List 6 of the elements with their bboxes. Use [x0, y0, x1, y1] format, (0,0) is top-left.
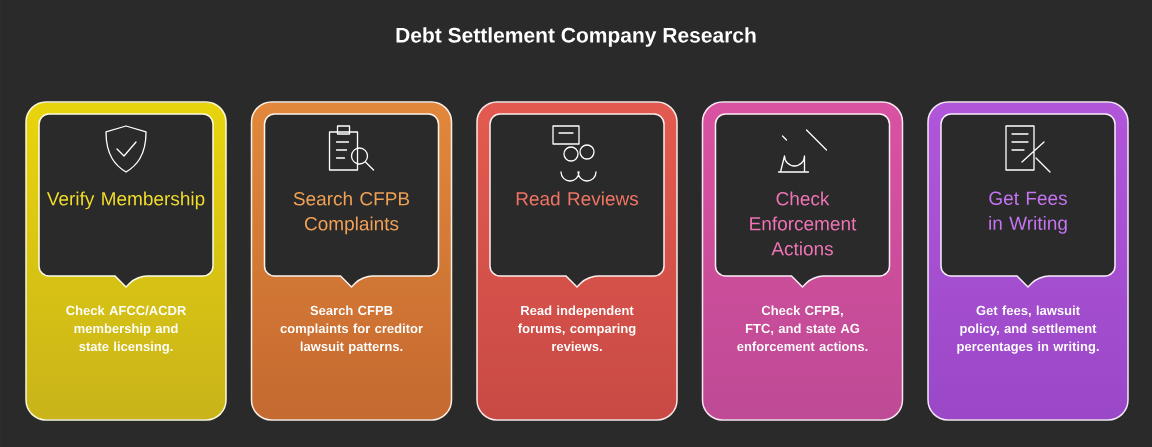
- callout-box: Verify Membership: [38, 113, 214, 288]
- callout-box: Get Fees in Writing: [940, 113, 1116, 288]
- callout-box: Search CFPB Complaints: [263, 113, 440, 288]
- callout-box: Read Reviews: [489, 113, 665, 288]
- title: Debt Settlement Company Research: [396, 27, 756, 47]
- callout-box: Check Enforcement Actions: [714, 113, 891, 288]
